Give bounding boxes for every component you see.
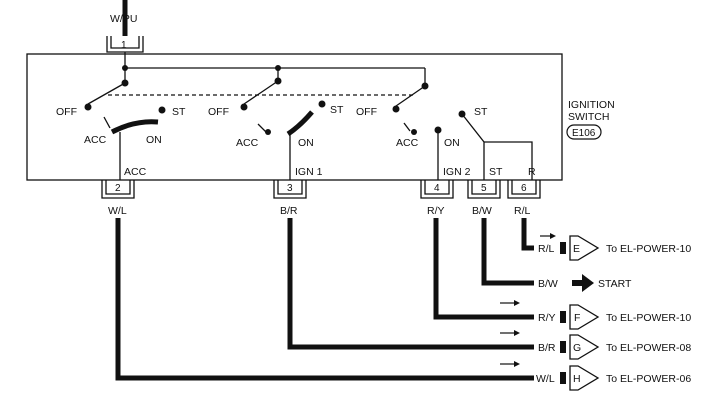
label-st-1: ST: [172, 106, 186, 118]
terminal-2-pin: 2: [115, 183, 121, 194]
switch-title-line1: IGNITION: [568, 99, 615, 111]
output-wire-br: B/R: [538, 342, 556, 354]
label-on-2: ON: [298, 137, 314, 149]
output-connector-h: H: [573, 373, 581, 385]
internal-label-st: ST: [489, 166, 503, 178]
output-destination-wl: To EL-POWER-06: [606, 373, 691, 385]
switch-housing: [26, 53, 563, 181]
output-connector-g: G: [573, 342, 581, 354]
internal-label-acc: ACC: [124, 166, 147, 178]
output-connector-e: E: [573, 243, 580, 255]
output-destination-bw: START: [598, 278, 632, 290]
output-connector-f: F: [574, 312, 580, 324]
output-row-rl: R/L E To EL-POWER-10: [538, 233, 691, 261]
terminal-3: 3 B/R: [273, 180, 307, 217]
switch-title: IGNITION SWITCH E106: [566, 99, 615, 140]
output-destination-br: To EL-POWER-08: [606, 342, 691, 354]
label-st-3: ST: [474, 106, 488, 118]
label-off-1: OFF: [56, 106, 77, 118]
connector-code-badge: [566, 124, 602, 140]
connector-code: E106: [572, 128, 596, 139]
output-wire-rl: R/L: [538, 243, 555, 255]
label-on-1: ON: [146, 134, 162, 146]
output-row-ry: R/Y F To EL-POWER-10: [500, 300, 691, 330]
terminal-5: 5 B/W: [467, 180, 501, 217]
terminal-2-wire: W/L: [108, 205, 127, 217]
output-wires: [115, 218, 534, 381]
terminal-5-wire: B/W: [472, 205, 492, 217]
terminal-3-wire: B/R: [280, 205, 298, 217]
terminal-3-pin: 3: [287, 183, 293, 194]
output-row-br: B/R G To EL-POWER-08: [500, 330, 691, 360]
label-acc-2: ACC: [236, 137, 259, 149]
top-feed: W/PU 1: [106, 0, 144, 68]
terminal-5-pin: 5: [481, 183, 487, 194]
start-arrow-icon: [572, 274, 594, 292]
label-off-2: OFF: [208, 106, 229, 118]
output-destination-ry: To EL-POWER-10: [606, 312, 691, 324]
switch-section-ign1: OFF ST ACC ON IGN 1: [208, 100, 344, 180]
terminal-6: 6 R/L: [507, 180, 541, 217]
output-row-wl: W/L H To EL-POWER-06: [500, 361, 691, 391]
internal-bus: [87, 65, 429, 107]
internal-label-r: R: [528, 166, 536, 178]
output-row-bw: B/W START: [538, 274, 632, 292]
output-wire-bw: B/W: [538, 278, 558, 290]
internal-label-ign2: IGN 2: [443, 166, 471, 178]
top-pin-number: 1: [121, 40, 127, 51]
label-on-3: ON: [444, 137, 460, 149]
terminal-4: 4 R/Y: [420, 180, 454, 217]
switch-title-line2: SWITCH: [568, 111, 609, 123]
terminal-6-wire: R/L: [514, 205, 531, 217]
output-wire-ry: R/Y: [538, 312, 556, 324]
output-destination-rl: To EL-POWER-10: [606, 243, 691, 255]
terminal-4-wire: R/Y: [427, 205, 445, 217]
label-acc-3: ACC: [396, 137, 419, 149]
terminal-6-pin: 6: [521, 183, 527, 194]
terminal-4-pin: 4: [434, 183, 440, 194]
label-st-2: ST: [330, 104, 344, 116]
switch-section-acc: OFF ST ACC ON ACC: [56, 103, 186, 180]
output-wire-wl: W/L: [536, 373, 555, 385]
internal-label-ign1: IGN 1: [295, 166, 323, 178]
top-wire-label: W/PU: [110, 13, 137, 25]
label-acc-1: ACC: [84, 134, 107, 146]
terminal-2: 2 W/L: [101, 180, 135, 217]
switch-section-ign2: OFF ST ACC ON IGN 2 ST R: [356, 105, 536, 180]
label-off-3: OFF: [356, 106, 377, 118]
